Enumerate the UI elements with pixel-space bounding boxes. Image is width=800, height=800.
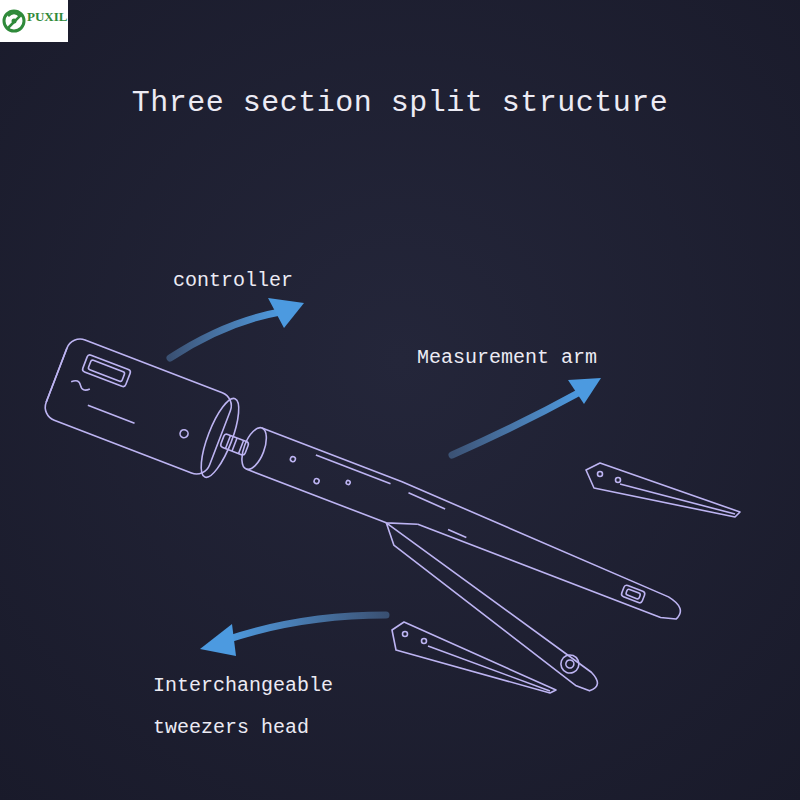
diagram-title: Three section split structure (40, 86, 760, 120)
controller-drawing (41, 335, 262, 488)
logo (0, 0, 68, 42)
logo-text: PUXIL (27, 10, 69, 24)
part-label: Measurement arm (417, 337, 677, 379)
tweezer-head-drawing (392, 463, 740, 693)
part-label: controller (173, 260, 373, 302)
part-label: Interchangeable tweezers head (153, 665, 345, 749)
measurement-arm-drawing (207, 424, 689, 711)
